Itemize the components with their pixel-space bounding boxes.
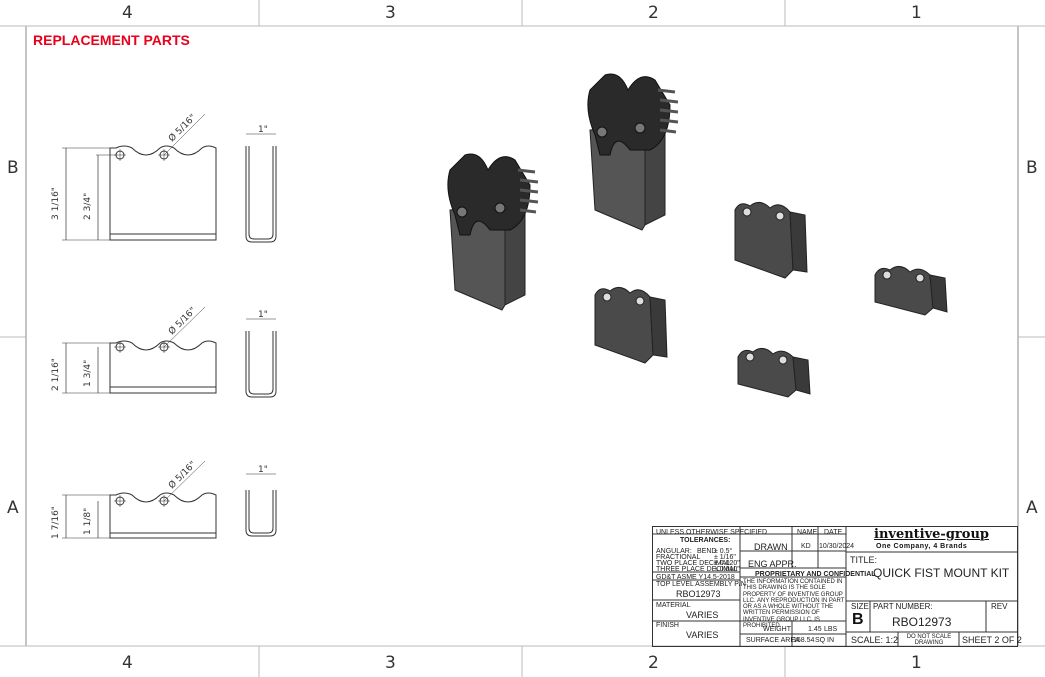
medium-width: 1": [258, 310, 268, 320]
tb-three-place: THREE PLACE DECIMAL: [656, 566, 738, 573]
tb-two-place: TWO PLACE DECIMAL: [656, 560, 731, 567]
zone-left-b: B: [7, 158, 19, 178]
zone-bottom-1: 1: [911, 653, 922, 673]
tb-surface-label: SURFACE AREA: [746, 637, 800, 644]
medium-hole-dia: Ø 5/16": [166, 305, 198, 337]
tb-bend-val: ± 0.5°: [714, 548, 733, 555]
company-logo: inventive-group: [874, 527, 989, 542]
tb-material-value: VARIES: [686, 610, 719, 620]
tb-part-label: PART NUMBER:: [873, 602, 933, 611]
tb-scale: SCALE: 1:2: [851, 635, 899, 645]
tb-top-level-value: RBO12973: [676, 589, 721, 599]
tb-weight-label: WEIGHT: [763, 626, 791, 633]
tb-drawn-name: KD: [801, 543, 811, 550]
front-view-small: 1 7/16" 1 1/8" Ø 5/16": [51, 459, 217, 539]
tb-finish-label: FINISH: [656, 622, 679, 629]
large-width: 1": [258, 125, 268, 135]
zone-bottom-4: 4: [122, 653, 133, 673]
small-inner-height: 1 1/8": [83, 508, 93, 535]
bracket-3: [874, 266, 948, 316]
tb-size-label: SIZE: [851, 602, 869, 611]
zone-top-4: 4: [122, 3, 133, 23]
bracket-2: [594, 287, 668, 364]
tb-surface-unit: SQ IN: [815, 637, 835, 644]
large-hole-dia: Ø 5/16": [166, 112, 198, 144]
tb-proprietary-text: THE INFORMATION CONTAINED IN THIS DRAWIN…: [743, 579, 845, 630]
zone-bottom-3: 3: [385, 653, 396, 673]
zone-right-b: B: [1026, 158, 1038, 178]
large-inner-height: 2 3/4": [83, 193, 93, 220]
tb-unless: UNLESS OTHERWISE SPECIFIED: [656, 529, 768, 536]
tb-bend: BEND: [697, 548, 717, 555]
front-view-large: 3 1/16" 2 3/4" Ø 5/16": [51, 112, 217, 241]
zone-left-a: A: [7, 498, 19, 518]
side-view-large: 1": [245, 125, 277, 243]
medium-inner-height: 1 3/4": [83, 360, 93, 387]
heading: REPLACEMENT PARTS: [33, 32, 190, 48]
side-view-medium: 1": [245, 310, 277, 398]
tb-title-label: TITLE:: [850, 555, 878, 565]
tb-eng-appr: ENG APPR.: [748, 559, 797, 569]
part-number: RBO12973: [892, 615, 952, 629]
tb-sheet: SHEET 2 OF 2: [962, 635, 1022, 645]
tb-fractional: FRACTIONAL: [656, 554, 701, 561]
tb-proprietary: PROPRIETARY AND CONFIDENTIAL: [755, 571, 876, 578]
tb-angular: ANGULAR:: [656, 548, 692, 555]
bracket-4: [737, 348, 811, 398]
tb-material-label: MATERIAL: [656, 602, 691, 609]
tb-fractional-val: ± 1/16": [714, 554, 736, 561]
company-tagline: One Company, 4 Brands: [876, 543, 968, 550]
quick-fist-assembly-left: [447, 153, 539, 311]
tb-do-not-scale: DO NOT SCALE DRAWING: [906, 634, 952, 647]
quick-fist-assembly-right: [587, 73, 679, 231]
side-view-small: 1": [245, 465, 277, 537]
tb-drawn-date: 10/30/2024: [819, 543, 855, 550]
title-block-grid: [652, 526, 1018, 647]
small-hole-dia: Ø 5/16": [166, 459, 198, 491]
tb-finish-value: VARIES: [686, 630, 719, 640]
large-overall-height: 3 1/16": [51, 187, 61, 220]
zone-top-2: 2: [648, 3, 659, 23]
zone-right-a: A: [1026, 498, 1038, 518]
small-overall-height: 1 7/16": [51, 506, 61, 539]
tb-date-col: DATE: [824, 529, 843, 536]
tb-weight-unit: LBS: [824, 626, 838, 633]
drawing-title: QUICK FIST MOUNT KIT: [873, 566, 1010, 580]
front-views: 3 1/16" 2 3/4" Ø 5/16" 2 1/16" 1 3/4" Ø …: [51, 112, 217, 539]
isometric-parts: [447, 73, 948, 398]
tb-weight-value: 1.45: [808, 626, 822, 633]
zone-bottom-2: 2: [648, 653, 659, 673]
tb-three-place-val: ± 0.010": [714, 566, 740, 573]
tb-drawn: DRAWN: [754, 542, 788, 552]
tb-top-level-label: TOP LEVEL ASSEMBLY P/N: [656, 581, 746, 588]
side-views: 1" 1" 1": [245, 125, 277, 537]
tb-name-col: NAME: [797, 529, 818, 536]
tb-gdt: GD&T ASME Y14.5-2018: [656, 574, 735, 581]
small-width: 1": [258, 465, 268, 475]
tb-size-value: B: [852, 611, 864, 628]
tb-tolerances: TOLERANCES:: [680, 537, 731, 544]
tb-two-place-val: ± 0.020": [714, 560, 740, 567]
tb-surface-value: 168.54: [793, 637, 815, 644]
zone-top-1: 1: [911, 3, 922, 23]
zone-top-3: 3: [385, 3, 396, 23]
front-view-medium: 2 1/16" 1 3/4" Ø 5/16": [51, 305, 217, 394]
bracket-1: [734, 202, 808, 279]
medium-overall-height: 2 1/16": [51, 358, 61, 391]
tb-rev-label: REV: [991, 602, 1008, 611]
